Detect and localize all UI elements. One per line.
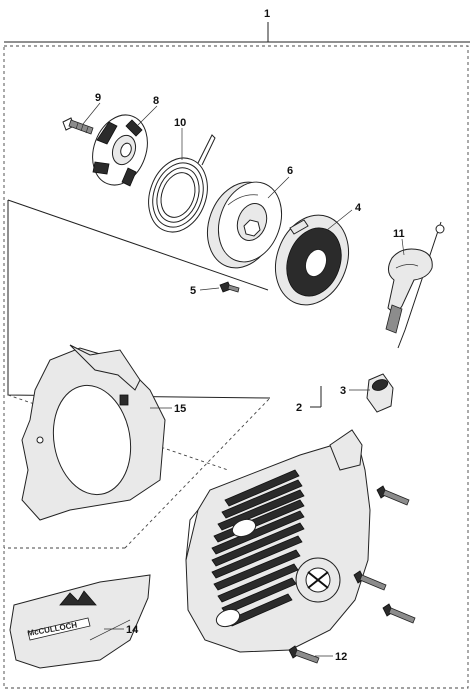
- screw-12b: [353, 570, 387, 591]
- screw-12c: [382, 603, 416, 624]
- callout-11: 11: [393, 228, 405, 240]
- spring-part-10: [148, 134, 216, 233]
- rope-guide-part-3: [366, 373, 394, 413]
- recoil-housing-part-4: [275, 214, 349, 306]
- callout-4: 4: [355, 202, 362, 214]
- callout-6: 6: [287, 165, 293, 177]
- assembly-boundary: [3, 22, 470, 689]
- screws-part-12: [288, 485, 416, 664]
- decal-part-14: McCULLOCH: [9, 574, 151, 669]
- screw-12a: [376, 485, 410, 506]
- cover-group-outline: [4, 397, 271, 549]
- starter-handle-part-11: [385, 221, 445, 349]
- screw-12d: [288, 645, 320, 664]
- callout-10: 10: [174, 117, 186, 129]
- callout-12: 12: [335, 651, 347, 663]
- pawl-carrier-part-8: [92, 114, 148, 187]
- callout-2: 2: [296, 402, 302, 414]
- screw-part-9: [62, 117, 94, 135]
- callout-5: 5: [190, 285, 196, 297]
- pulley-part-6: [207, 181, 282, 269]
- cover-shroud-part-15: [21, 344, 166, 521]
- callout-1: 1: [264, 8, 270, 20]
- screw-part-5: [219, 281, 240, 293]
- grille-slots: [211, 469, 305, 627]
- callout-9: 9: [95, 92, 101, 104]
- callout-14: 14: [126, 624, 139, 636]
- callout-15: 15: [174, 403, 186, 415]
- callout-3: 3: [340, 385, 346, 397]
- starter-housing-part-2: [185, 429, 371, 653]
- callout-8: 8: [153, 95, 159, 107]
